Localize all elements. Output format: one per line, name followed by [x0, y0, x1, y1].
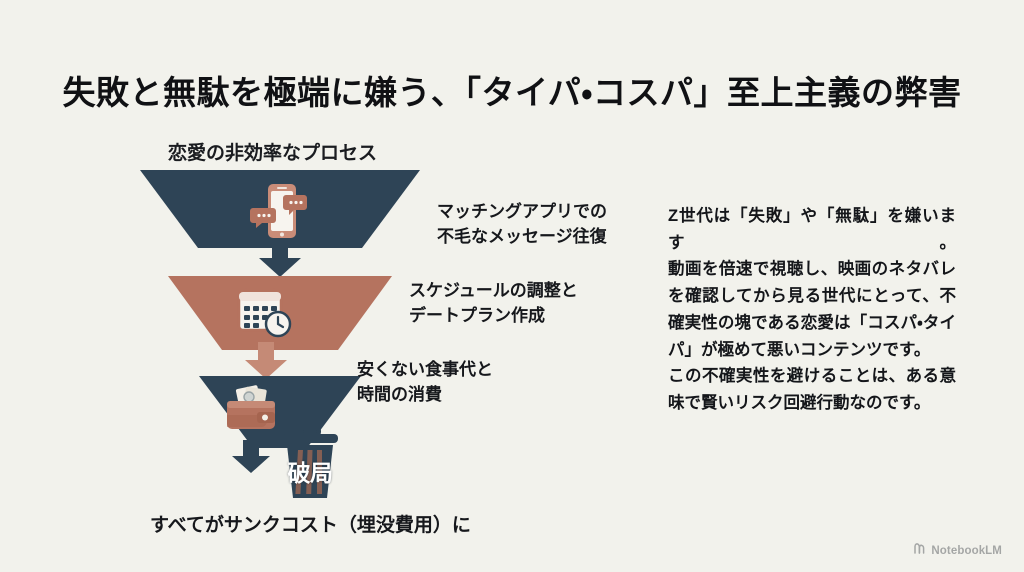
wallet-money-icon	[223, 385, 279, 442]
funnel-caption: すべてがサンクコスト（埋没費用）に	[150, 515, 471, 536]
body-text-block: Z世代は「失敗」や「無駄」を嫌います。 動画を倍速で視聴し、映画のネタバレを確認…	[668, 203, 956, 417]
funnel-arrow-1	[258, 240, 302, 283]
funnel-stage-2	[140, 276, 392, 379]
funnel-stage-2-label: スケジュールの調整と デートプラン作成	[409, 281, 578, 325]
page-title: 失敗と無駄を極端に嫌う、「タイパ・コスパ」至上主義の弊害	[62, 74, 962, 111]
body-paragraph-2: 動画を倍速で視聴し、映画のネタバレを確認してから見る世代にとって、不確実性の塊で…	[668, 260, 956, 359]
funnel-stage-1	[140, 170, 420, 277]
notebooklm-watermark: NotebookLM	[913, 542, 1002, 560]
body-paragraph-3: この不確実性を避けることは、ある意味で賢いリスク回避行動なのです。	[668, 367, 956, 413]
funnel-arrow-3	[231, 440, 271, 479]
calendar-clock-icon	[237, 286, 295, 345]
funnel-heading: 恋愛の非効率なプロセス	[168, 143, 378, 164]
funnel-stage-1-label: マッチングアプリでの 不毛なメッセージ往復	[437, 202, 607, 246]
funnel-outcome: 破局	[258, 426, 362, 500]
smartphone-chat-icon	[248, 182, 312, 245]
body-paragraph-1: Z世代は「失敗」や「無駄」を嫌います。	[668, 207, 956, 252]
notebooklm-watermark-label: NotebookLM	[931, 545, 1002, 557]
funnel-stage-3-label: 安くない食事代と 時間の消費	[357, 360, 493, 404]
funnel-arrow-2	[244, 342, 288, 385]
notebooklm-logo-icon	[913, 542, 926, 560]
trash-can-icon	[258, 426, 362, 504]
